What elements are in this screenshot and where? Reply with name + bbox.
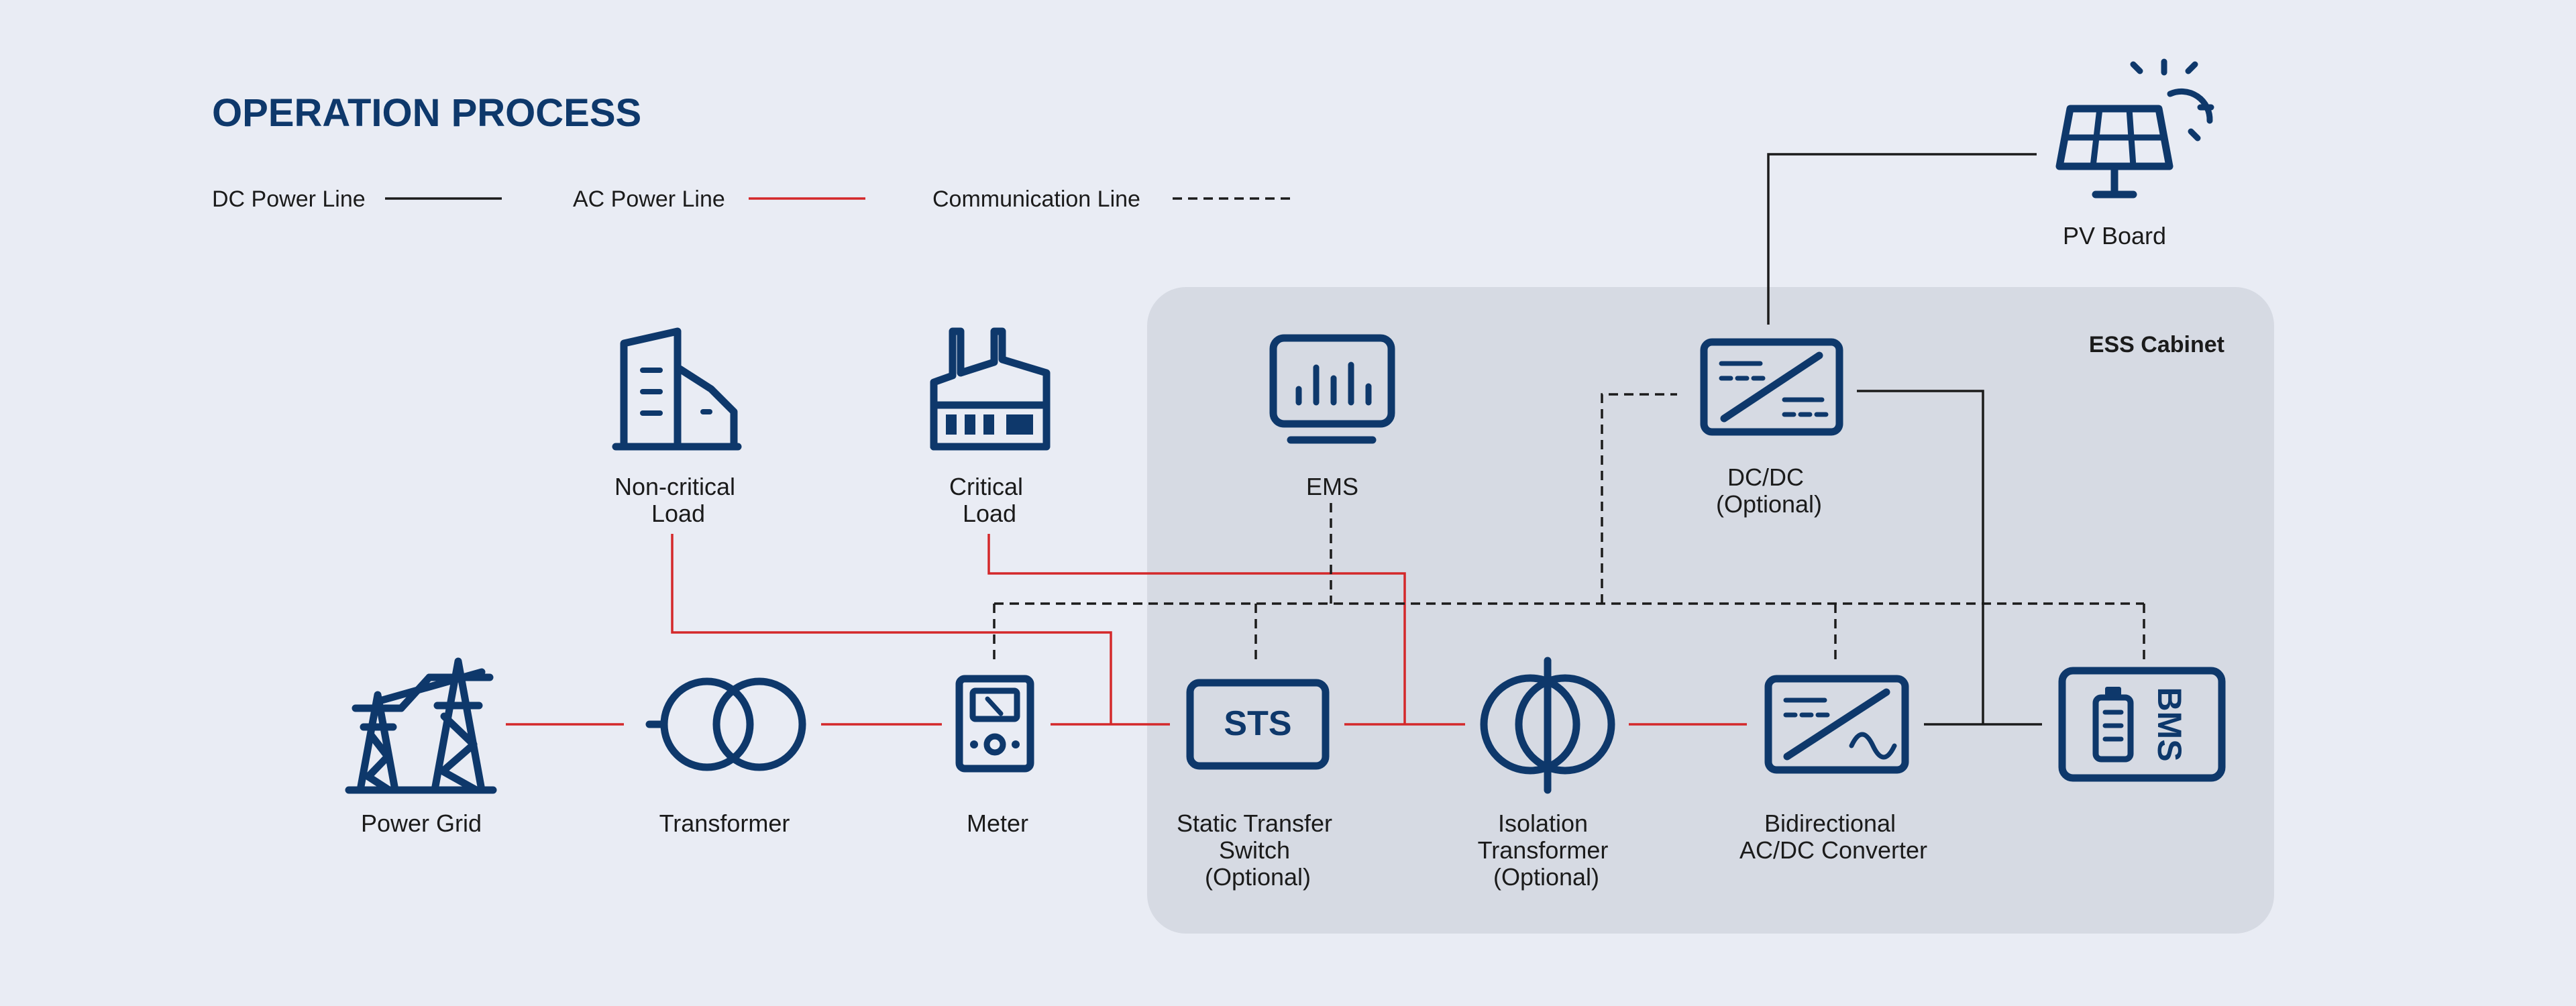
- isolation-transformer-icon: [1480, 657, 1615, 794]
- meter-label: Meter: [967, 809, 1028, 837]
- solar-panel-icon: [2055, 58, 2214, 199]
- communication-lines: [993, 393, 2145, 664]
- isolation-transformer-label: Isolation Transformer (Optional): [1478, 809, 1615, 891]
- critical-load-label: Critical Load: [949, 473, 1030, 527]
- bms-icon: BMS: [2058, 667, 2226, 782]
- acdc-converter-label: Bidirectional AC/DC Converter: [1739, 809, 1927, 864]
- transformer-icon: [645, 677, 806, 771]
- sts-label: Static Transfer Switch (Optional): [1177, 809, 1339, 891]
- dcdc-label: DC/DC (Optional): [1716, 463, 1822, 518]
- legend-ac-label: AC Power Line: [573, 186, 725, 212]
- sts-icon-text: STS: [1224, 704, 1291, 743]
- ess-cabinet: [1147, 287, 2274, 934]
- sts-icon: STS: [1186, 679, 1330, 770]
- page-title: OPERATION PROCESS: [212, 91, 641, 135]
- bms-icon-text: BMS: [2151, 687, 2188, 761]
- ems-monitor-icon: [1269, 334, 1395, 444]
- dc-power-lines: [1767, 153, 2042, 726]
- noncritical-load-label: Non-critical Load: [614, 473, 742, 527]
- transformer-label: Transformer: [659, 809, 790, 837]
- pv-board-label: PV Board: [2063, 222, 2166, 249]
- meter-icon: [955, 675, 1034, 773]
- legend-dc-label: DC Power Line: [212, 186, 366, 212]
- dcdc-converter-icon: [1700, 338, 1843, 436]
- building-icon: [612, 327, 742, 451]
- legend-comm-label: Communication Line: [932, 186, 1140, 212]
- factory-icon: [930, 327, 1051, 451]
- power-grid-label: Power Grid: [361, 809, 482, 837]
- ess-cabinet-label: ESS Cabinet: [2089, 332, 2224, 357]
- ac-power-lines: [506, 534, 1747, 726]
- power-grid-icon: [345, 657, 497, 794]
- legend: DC Power Line AC Power Line Communicatio…: [212, 186, 1291, 212]
- acdc-converter-icon: [1764, 675, 1909, 774]
- ems-label: EMS: [1306, 473, 1358, 500]
